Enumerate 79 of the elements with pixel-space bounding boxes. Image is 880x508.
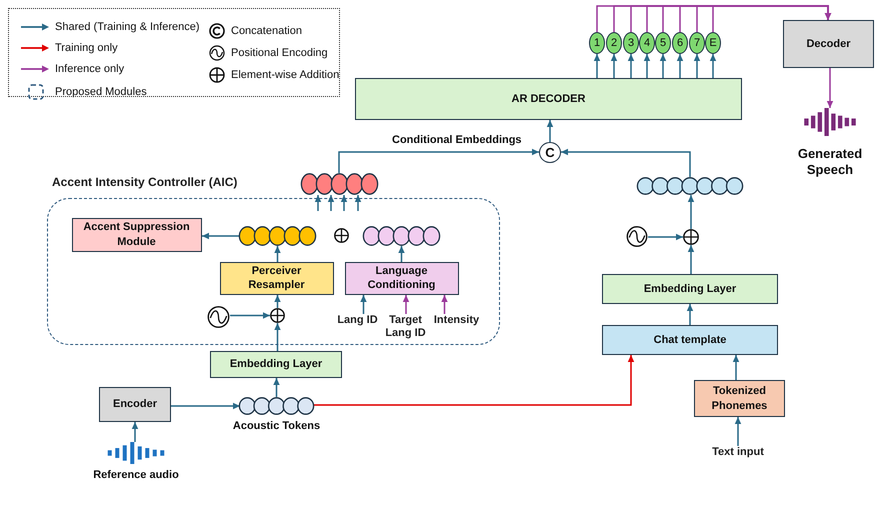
- token-sequence: [302, 173, 377, 195]
- arrow: [398, 246, 405, 262]
- arrow: [402, 295, 410, 314]
- audio-caption: Generated Speech: [796, 146, 864, 178]
- token-sequence: [638, 177, 742, 195]
- arrow: [660, 54, 666, 78]
- output-token: 7: [689, 32, 705, 54]
- arrow: [313, 355, 634, 406]
- decoder-box: Decoder: [783, 20, 874, 68]
- token-sequence: [364, 226, 438, 246]
- arrow: [274, 246, 281, 262]
- arrow: [710, 54, 716, 78]
- arrow: [694, 54, 700, 78]
- template-box: Chat template: [602, 325, 778, 355]
- output-token: 1: [589, 32, 605, 54]
- arrow: [338, 148, 539, 173]
- arrow: [610, 54, 618, 78]
- arrow: [132, 422, 138, 442]
- addition-symbol: [683, 229, 699, 245]
- arrow: [273, 378, 280, 397]
- module-box: Perceiver Resampler: [220, 262, 334, 294]
- arrow: [328, 195, 334, 211]
- arrow: [688, 195, 694, 229]
- input-label: Text input: [708, 446, 768, 460]
- positional-encoding-symbol: [626, 226, 648, 247]
- arrow: [546, 120, 554, 142]
- output-token: 6: [672, 32, 688, 54]
- arrow: [644, 54, 650, 78]
- group-title: Accent Intensity Controller (AIC): [52, 175, 238, 189]
- concatenation-symbol: C: [539, 142, 561, 163]
- edge-label: Conditional Embeddings: [390, 134, 524, 146]
- arrow: [230, 312, 270, 319]
- legend-text: Proposed Modules: [55, 86, 147, 98]
- audio-caption: Reference audio: [93, 469, 179, 483]
- input-label: Intensity: [430, 314, 484, 327]
- embedding-layer-box: Embedding Layer: [602, 274, 778, 304]
- decoder-block: AR DECODER: [355, 78, 742, 120]
- legend-text: Training only: [55, 42, 118, 54]
- output-token: 4: [639, 32, 655, 54]
- arrow: [688, 245, 694, 274]
- arrow: [274, 295, 281, 308]
- arrow: [274, 323, 281, 351]
- arrow: [340, 195, 348, 211]
- token-sequence: [240, 226, 314, 246]
- output-token: E: [705, 32, 721, 54]
- arrow: [732, 355, 740, 380]
- arrow: [314, 195, 322, 211]
- module-box: Language Conditioning: [344, 262, 458, 294]
- legend-text: Concatenation: [231, 25, 302, 37]
- arrow: [360, 295, 367, 314]
- encoder-box: Encoder: [99, 387, 171, 422]
- embedding-layer-box: Embedding Layer: [210, 351, 342, 378]
- output-token: 2: [606, 32, 622, 54]
- module-box: Accent Suppression Module: [72, 218, 202, 252]
- arrow: [734, 417, 742, 446]
- output-token: 3: [623, 32, 639, 54]
- arrow: [826, 68, 834, 108]
- legend-text: Shared (Training & Inference): [55, 21, 200, 33]
- arrow: [594, 54, 600, 78]
- arrow: [561, 148, 691, 177]
- arrow: [171, 402, 240, 410]
- arrow: [686, 304, 694, 325]
- arrow: [628, 54, 634, 78]
- input-label: Lang ID: [334, 314, 382, 327]
- arrow: [676, 54, 684, 78]
- legend-text: Element-wise Addition: [231, 69, 340, 81]
- arrow: [648, 234, 683, 240]
- arrow: [354, 195, 362, 211]
- addition-symbol: [334, 228, 348, 242]
- phoneme-box: Tokenized Phonemes: [694, 380, 785, 417]
- token-caption: Acoustic Tokens: [232, 420, 320, 434]
- legend-text: Inference only: [55, 63, 124, 75]
- addition-symbol: [270, 308, 284, 322]
- output-token: 5: [655, 32, 671, 54]
- legend-text: Positional Encoding: [231, 47, 328, 59]
- input-label: Target Lang ID: [384, 314, 428, 340]
- positional-encoding-symbol: [206, 306, 230, 328]
- arrow: [441, 295, 448, 314]
- arrow: [202, 232, 240, 240]
